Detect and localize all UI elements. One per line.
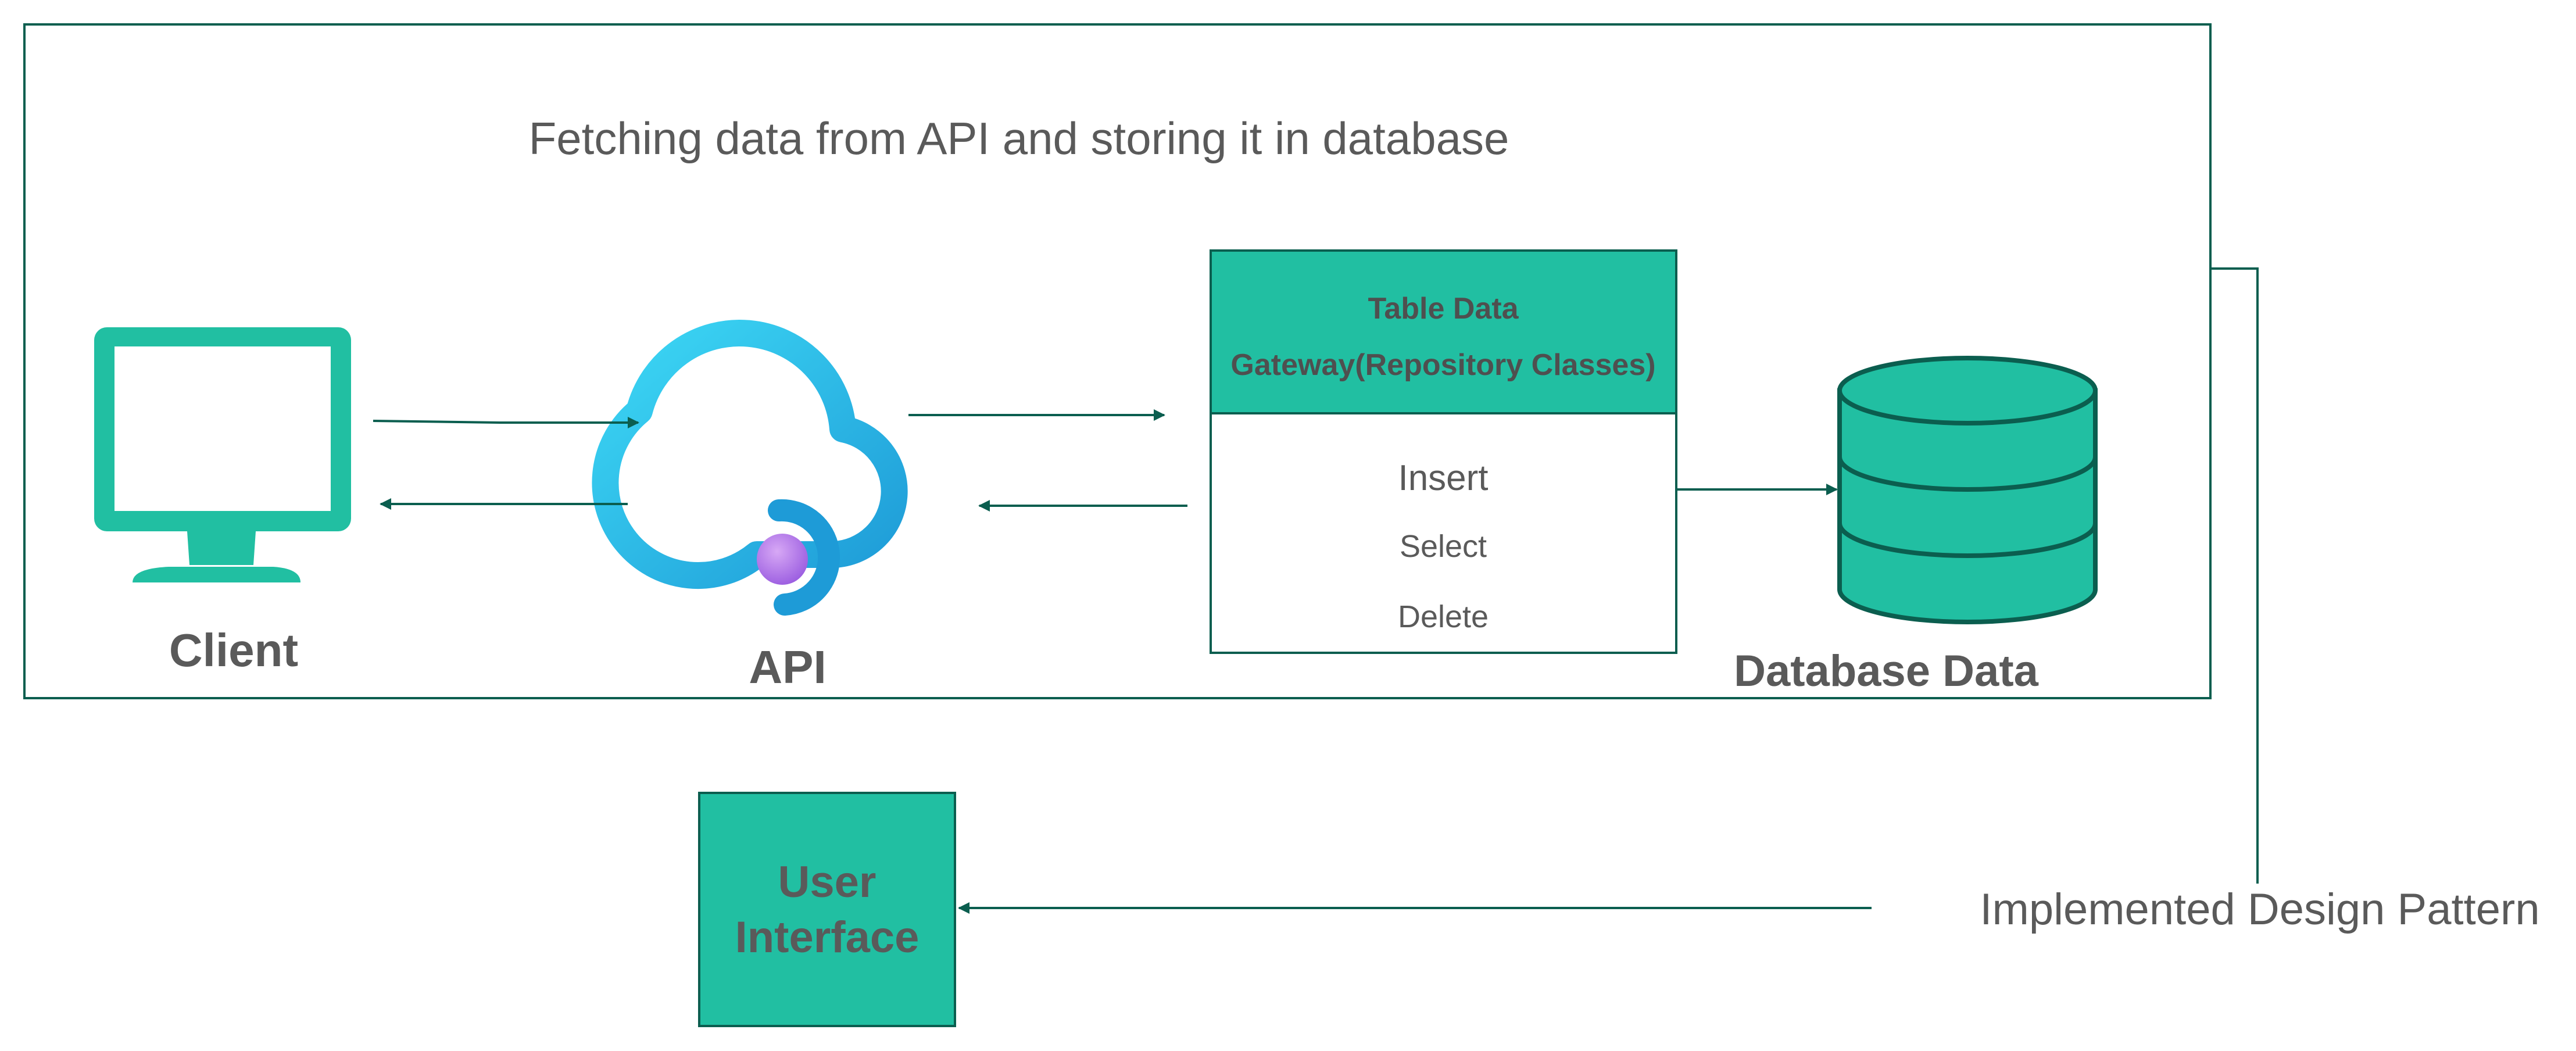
design-pattern-annotation: Implemented Design Pattern	[1980, 885, 2539, 934]
user-interface-label-line2: Interface	[735, 913, 920, 962]
diagram-title: Fetching data from API and storing it in…	[529, 113, 1509, 164]
user-interface-label-line1: User	[778, 857, 876, 907]
monitor-icon	[94, 327, 351, 582]
gateway-body	[1210, 412, 1677, 654]
gateway-operation-select: Select	[1400, 529, 1487, 564]
outer-container	[23, 23, 2212, 699]
arrow-client-to-api	[373, 417, 639, 428]
api-label: API	[749, 641, 826, 693]
cloud-api-icon	[592, 320, 908, 616]
user-interface-box	[698, 792, 956, 1027]
gateway-title-line2: Gateway(Repository Classes)	[1230, 348, 1655, 382]
database-label: Database Data	[1734, 646, 2039, 696]
gateway-header	[1210, 249, 1677, 414]
database-icon	[1837, 356, 2098, 624]
gateway-title-line1: Table Data	[1368, 292, 1519, 326]
annotation-bracket	[2210, 267, 2259, 884]
gateway-operation-insert: Insert	[1398, 458, 1488, 498]
client-label: Client	[169, 624, 298, 676]
gateway-box: Table Data Gateway(Repository Classes) I…	[1210, 249, 1677, 654]
gateway-operation-delete: Delete	[1398, 599, 1489, 634]
